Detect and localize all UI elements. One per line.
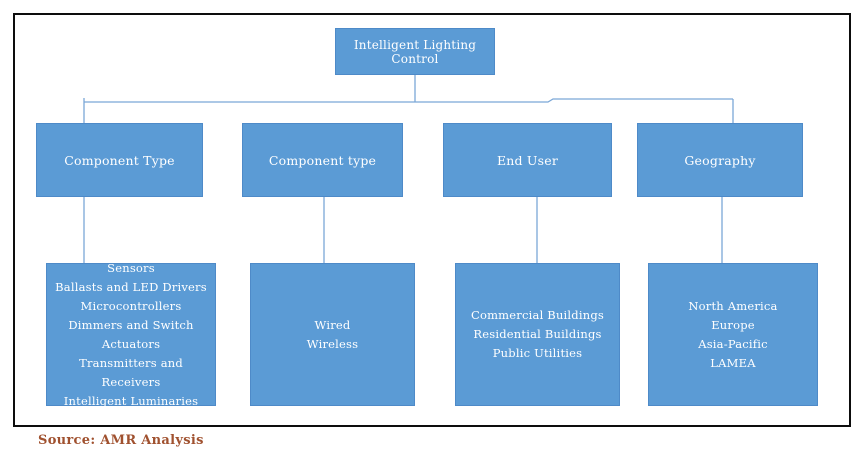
list-item: Wired	[314, 317, 351, 332]
branch-node-end-user: End User	[443, 123, 612, 197]
list-item: Ballasts and LED Drivers	[55, 279, 207, 294]
branch-node-label: Component type	[268, 152, 377, 168]
list-item: North America	[688, 298, 778, 313]
branch-node-label: Geography	[684, 152, 756, 168]
list-item: Microcontrollers	[80, 298, 182, 313]
list-item: LAMEA	[710, 355, 756, 370]
list-item: Residential Buildings	[473, 327, 602, 341]
branch-node-component-type-2: Component type	[242, 123, 403, 197]
list-item: Dimmers and Switch Actuators	[68, 317, 194, 351]
diagram-frame	[13, 13, 851, 427]
list-item: Europe	[711, 317, 755, 332]
list-item: Public Utilities	[492, 346, 583, 360]
branch-node-label: End User	[496, 152, 559, 168]
list-item: Sensors	[107, 260, 155, 275]
source-note: Source: AMR Analysis	[38, 433, 204, 448]
list-item: Transmitters and Receivers	[79, 355, 183, 389]
root-node-label: Intelligent Lighting Control	[353, 37, 477, 66]
root-node-intelligent-lighting-control: Intelligent Lighting Control	[335, 28, 495, 75]
branch-node-geography: Geography	[637, 123, 803, 197]
list-item: Wireless	[306, 336, 359, 351]
list-item: Commercial Buildings	[470, 308, 605, 322]
list-item: Intelligent Luminaries	[63, 393, 199, 408]
branch-node-component-type-1: Component Type	[36, 123, 203, 197]
branch-node-label: Component Type	[64, 152, 175, 168]
list-item: Asia-Pacific	[698, 336, 768, 351]
